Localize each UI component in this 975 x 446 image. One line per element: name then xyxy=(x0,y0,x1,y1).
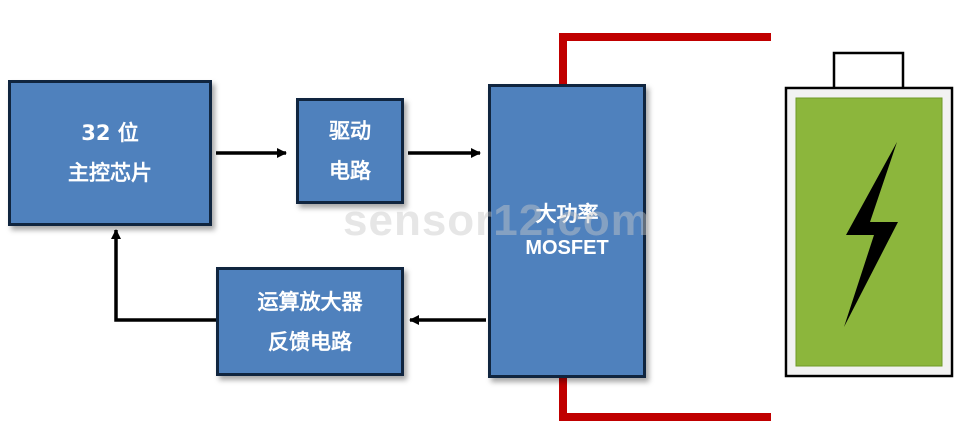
top-wire xyxy=(559,33,771,86)
amp-label-line2: 反馈电路 xyxy=(268,329,352,354)
drive-circuit-block: 驱动 电路 xyxy=(296,98,404,204)
mosfet-label-line2: MOSFET xyxy=(525,237,609,259)
chip-label-line2: 主控芯片 xyxy=(68,161,152,185)
power-mosfet-block: 大功率 MOSFET xyxy=(488,84,646,378)
arrow-amp-to-chip xyxy=(111,229,216,322)
drive-label-line1: 驱动 xyxy=(329,119,371,143)
amp-label-line1: 运算放大器 xyxy=(257,289,363,314)
main-controller-chip-block: 32 位 主控芯片 xyxy=(8,80,212,226)
mosfet-label-line1: 大功率 xyxy=(535,202,599,226)
drive-label-line2: 电路 xyxy=(329,159,371,183)
opamp-feedback-block: 运算放大器 反馈电路 xyxy=(216,267,404,376)
bottom-wire xyxy=(559,376,771,421)
chip-label-line1: 32 位 xyxy=(81,121,139,145)
lightning-bolt-icon xyxy=(844,142,898,327)
battery-icon xyxy=(784,51,954,378)
